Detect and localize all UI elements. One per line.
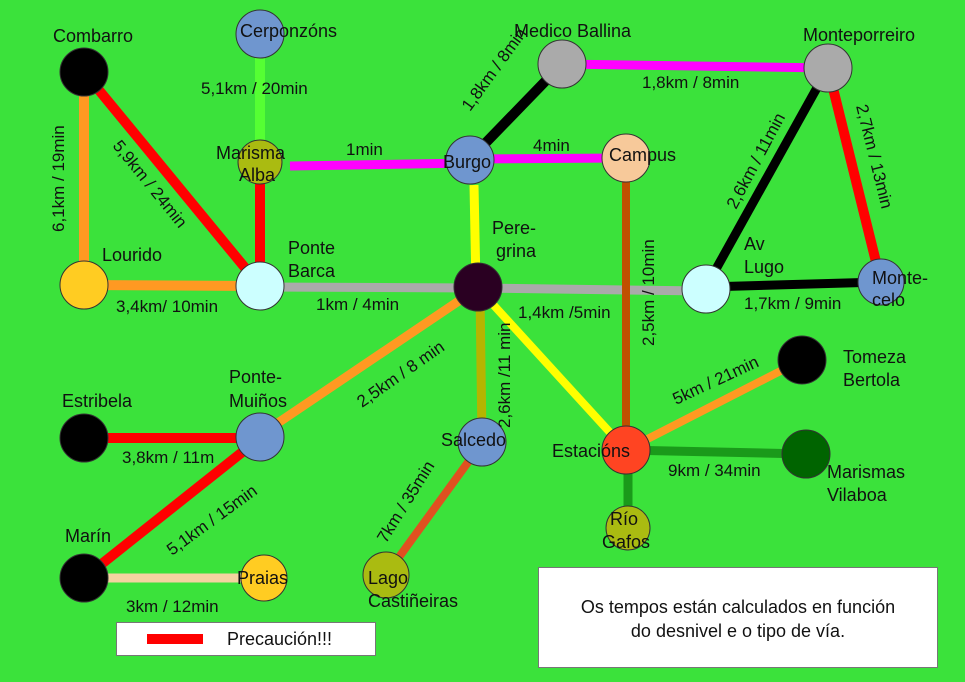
label-combarro: Combarro [53, 26, 133, 46]
label-tomeza-1: Tomeza [843, 347, 907, 367]
route-lines [79, 34, 886, 583]
label-marisma-alba-1: Marisma [216, 143, 286, 163]
edge-label-peregrina-avlugo: 1,4km /5min [518, 303, 611, 322]
label-peregrina-1: Pere- [492, 218, 536, 238]
node-montecelo[interactable] [857, 258, 905, 306]
node-cerponzons[interactable] [235, 9, 285, 59]
edge-label-avlugo-montecelo: 1,7km / 9min [744, 294, 841, 313]
legend-danger-swatch [147, 634, 203, 644]
label-ponte-muinos-1: Ponte- [229, 367, 282, 387]
edge-labels: 5,1km / 20min 6,1km / 19min 5,9km / 24mi… [49, 24, 896, 616]
edge-label-cerponzons-marisma: 5,1km / 20min [201, 79, 308, 98]
label-rio-gafos-1: Río [610, 509, 638, 529]
edge-label-salcedo-lago: 7km / 35min [373, 458, 438, 547]
label-peregrina-2: grina [496, 241, 537, 261]
label-lago-2: Castiñeiras [368, 591, 458, 611]
label-marisma-alba-2: Alba [239, 165, 276, 185]
edge-lourido-pontebarca [83, 280, 261, 291]
note-box: Os tempos están calculados en función do… [538, 567, 938, 668]
route-nodes [59, 9, 905, 603]
node-rio-gafos[interactable] [605, 505, 651, 551]
edge-label-burgo-campus: 4min [533, 136, 570, 155]
edge-peregrina-avlugo [477, 283, 707, 296]
label-montecelo-2: celo [872, 290, 905, 310]
edge-label-pontemuinos-marin: 5,1km / 15min [163, 481, 261, 559]
label-av-lugo-2: Lugo [744, 257, 784, 277]
node-campus[interactable] [601, 133, 651, 183]
edge-medico-monteporreiro [561, 59, 829, 73]
label-marin: Marín [65, 526, 111, 546]
label-medico-ballina: Medico Ballina [514, 21, 632, 41]
edge-salcedo-lago [382, 440, 486, 578]
edge-monteporreiro-avlugo [702, 65, 832, 290]
label-ponte-barca-2: Barca [288, 261, 336, 281]
label-cerponzons: Cerponzóns [240, 21, 337, 41]
edge-label-marisma-burgo: 1min [346, 140, 383, 159]
edge-burgo-campus [469, 153, 625, 164]
note-line-2: do desnivel e o tipo de vía. [630, 621, 846, 641]
edge-pontebarca-peregrina [259, 282, 479, 293]
node-marisma-alba[interactable] [237, 139, 283, 185]
node-ponte-barca[interactable] [235, 261, 285, 311]
edge-label-peregrina-pontemuinos: 2,5km / 8 min [353, 337, 447, 411]
edge-label-pontebarca-peregrina: 1km / 4min [316, 295, 399, 314]
node-labels: Cerponzóns Combarro Medico Ballina Monte… [53, 21, 928, 611]
label-estacions: Estacións [552, 441, 630, 461]
edge-pontemuinos-marin [80, 434, 264, 582]
node-tomeza-bertola[interactable] [777, 335, 827, 385]
node-estribela[interactable] [59, 413, 109, 463]
node-estacions[interactable] [601, 425, 651, 475]
node-marismas-vilaboa[interactable] [781, 429, 831, 479]
edge-label-combarro-lourido: 6,1km / 19min [49, 125, 68, 232]
edge-monteporreiro-montecelo [823, 66, 886, 284]
edge-label-estacions-vilaboa: 9km / 34min [668, 461, 761, 480]
node-burgo[interactable] [445, 135, 495, 185]
edge-label-medico-monteporreiro: 1,8km / 8min [642, 73, 739, 92]
label-monteporreiro: Monteporreiro [803, 25, 915, 45]
label-av-lugo-1: Av [744, 234, 765, 254]
label-salcedo: Salcedo [441, 430, 506, 450]
label-marismas-vilaboa-1: Marismas [827, 462, 905, 482]
edge-peregrina-estacions [475, 285, 629, 453]
label-lourido: Lourido [102, 245, 162, 265]
edge-estacions-vilaboa [625, 445, 807, 459]
edge-label-peregrina-salcedo: 2,6km /11 min [495, 322, 514, 428]
note-line-1: Os tempos están calculados en función [580, 597, 896, 617]
edge-peregrina-pontemuinos [257, 284, 481, 439]
legend-box: Precaución!!! [116, 622, 376, 656]
node-lourido[interactable] [59, 260, 109, 310]
label-ponte-barca-1: Ponte [288, 238, 335, 258]
edge-combarro-pontebarca [80, 68, 264, 290]
edge-estacions-tomeza [624, 356, 804, 454]
node-lago-castineiras[interactable] [362, 551, 410, 599]
edge-label-marin-praias: 3km / 12min [126, 597, 219, 616]
node-av-lugo[interactable] [681, 264, 731, 314]
legend-label: Precaución!!! [227, 629, 333, 649]
edge-label-estribela-pontemuinos: 3,8km / 11m [122, 448, 214, 467]
label-ponte-muinos-2: Muiños [229, 391, 287, 411]
edge-marisma-burgo [289, 158, 471, 171]
edge-avlugo-montecelo [705, 277, 882, 292]
node-ponte-muinos[interactable] [235, 412, 285, 462]
label-burgo: Burgo [443, 152, 491, 172]
label-praias: Praias [237, 568, 288, 588]
label-montecelo-1: Monte- [872, 268, 928, 288]
label-tomeza-2: Bertola [843, 370, 901, 390]
node-monteporreiro[interactable] [803, 43, 853, 93]
node-marin[interactable] [59, 553, 109, 603]
node-combarro[interactable] [59, 47, 109, 97]
node-salcedo[interactable] [457, 417, 507, 467]
node-praias[interactable] [240, 554, 288, 602]
label-lago-1: Lago [368, 568, 408, 588]
node-peregrina[interactable] [453, 262, 503, 312]
label-estribela: Estribela [62, 391, 133, 411]
label-marismas-vilaboa-2: Vilaboa [827, 485, 888, 505]
label-campus: Campus [609, 145, 676, 165]
node-medico-ballina[interactable] [537, 39, 587, 89]
label-rio-gafos-2: Gafos [602, 532, 650, 552]
edge-label-campus-estacions: 2,5km / 10min [639, 239, 658, 346]
edge-label-lourido-pontebarca: 3,4km/ 10min [116, 297, 218, 316]
edge-peregrina-salcedo [475, 291, 487, 441]
